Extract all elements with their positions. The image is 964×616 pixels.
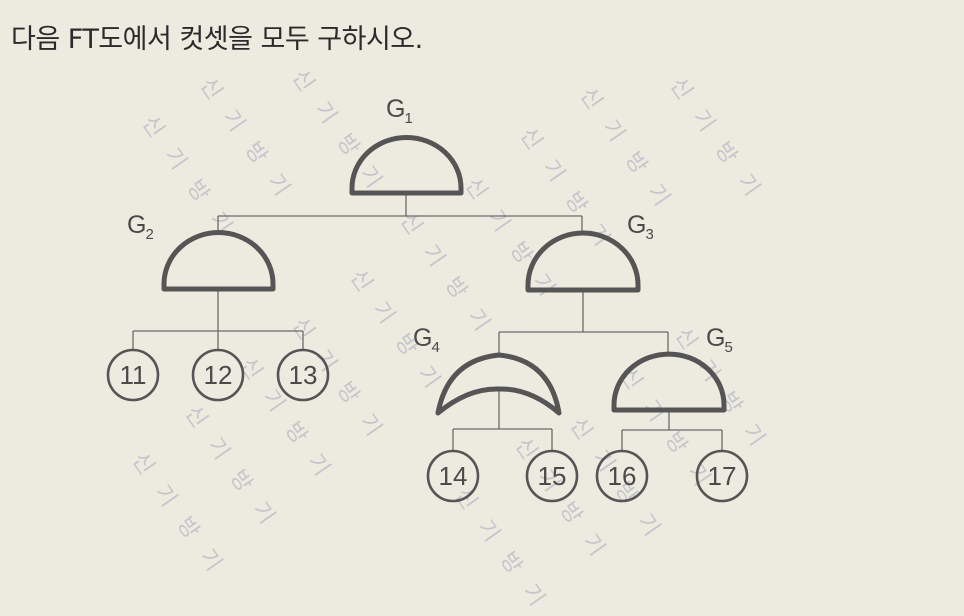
basic-event-label: 15 <box>537 461 567 491</box>
or-gate-icon <box>435 352 562 416</box>
basic-event-label: 14 <box>438 461 468 491</box>
question-text: 다음 FT도에서 컷셋을 모두 구하시오. <box>11 24 423 55</box>
gate-label-g1: G1 <box>386 95 413 127</box>
basic-event-circle <box>106 348 160 402</box>
and-gate-icon <box>611 351 727 413</box>
gate-label-g4: G4 <box>413 324 440 356</box>
gate-label-g3: G3 <box>627 211 654 243</box>
connector-lines <box>132 195 723 451</box>
basic-event-label: 16 <box>607 461 637 491</box>
basic-event-label: 12 <box>203 360 233 390</box>
gate-label-g5: G5 <box>706 324 733 356</box>
and-gate-icon <box>349 135 464 196</box>
basic-event-label: 13 <box>288 360 318 390</box>
fault-tree-diagram <box>106 135 749 503</box>
basic-event-circle <box>525 449 579 503</box>
basic-event-circle <box>276 348 330 402</box>
basic-event-circle <box>695 449 749 503</box>
gate-label-g2: G2 <box>127 211 154 243</box>
basic-event-circle <box>595 449 649 503</box>
basic-event-circle <box>191 348 245 402</box>
basic-event-circle <box>426 449 480 503</box>
and-gate-icon <box>161 230 276 292</box>
and-gate-icon <box>525 230 641 293</box>
basic-event-label: 17 <box>707 461 737 491</box>
basic-events <box>106 348 749 503</box>
basic-event-label: 11 <box>119 360 147 390</box>
